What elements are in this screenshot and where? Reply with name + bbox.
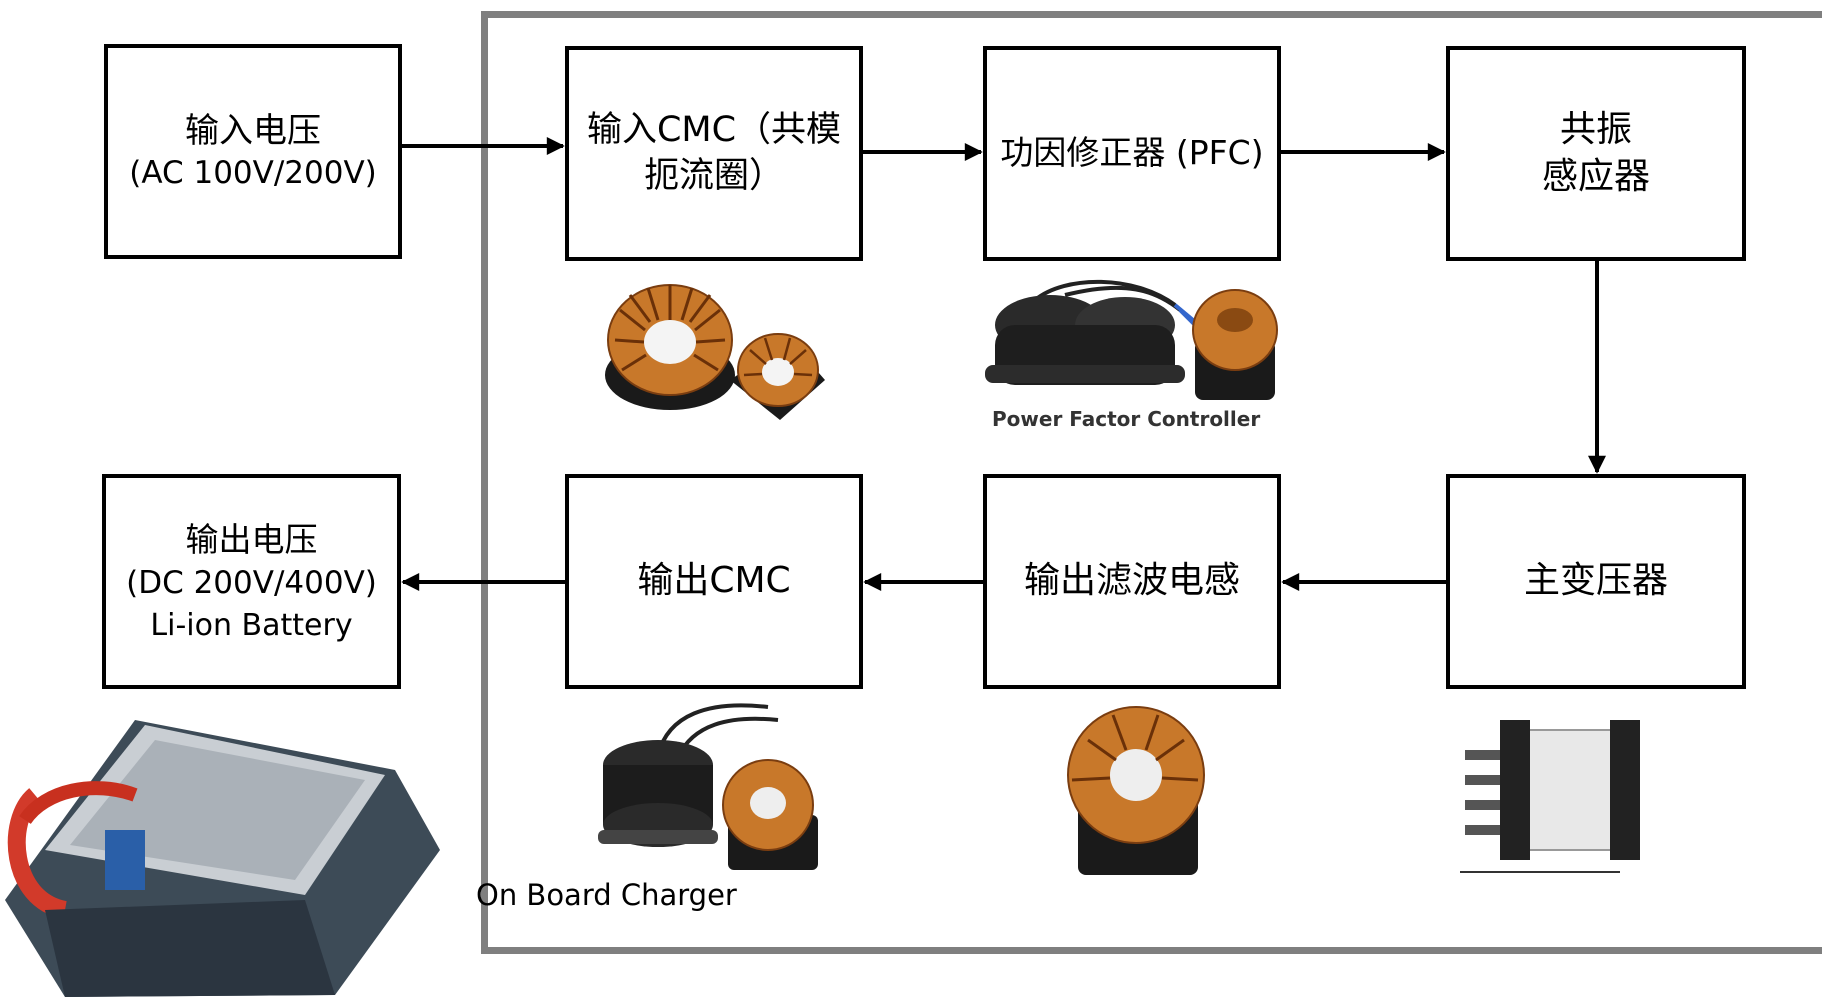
main-transformer-label: 主变压器 bbox=[1523, 560, 1668, 602]
filter-inductor-icon bbox=[1067, 706, 1205, 875]
main-transformer-photo bbox=[1460, 720, 1640, 873]
pfc-photo bbox=[985, 279, 1278, 400]
transformer-icon bbox=[1460, 720, 1640, 873]
pfc-controller-icon bbox=[985, 279, 1212, 385]
output-voltage-battery: Li-ion Battery bbox=[150, 607, 353, 643]
large-toroid-icon bbox=[605, 284, 735, 410]
input-cmc-photo bbox=[605, 284, 825, 420]
small-toroid-icon bbox=[730, 333, 825, 420]
battery-photo bbox=[5, 720, 440, 997]
pfc-label: 功因修正器 (PFC) bbox=[1000, 133, 1264, 173]
input-voltage-spec: (AC 100V/200V) bbox=[129, 155, 377, 192]
pfc-box: 功因修正器 (PFC) bbox=[983, 46, 1281, 261]
pfc-toroid-icon bbox=[1192, 289, 1278, 400]
output-cmc-toroid-icon bbox=[722, 759, 818, 870]
output-cmc-label: 输出CMC bbox=[637, 560, 791, 602]
on-board-charger-label: On Board Charger bbox=[476, 878, 737, 912]
resonant-inductor-box: 共振 感应器 bbox=[1446, 46, 1746, 261]
input-voltage-box: 输入电压 (AC 100V/200V) bbox=[104, 44, 402, 259]
resonant-inductor-line2: 感应器 bbox=[1541, 155, 1650, 197]
pfc-photo-caption: Power Factor Controller bbox=[992, 407, 1261, 431]
input-voltage-title: 输入电压 bbox=[185, 111, 321, 152]
input-cmc-line2: 扼流圈） bbox=[643, 155, 784, 196]
output-cmc-photo bbox=[598, 703, 818, 870]
on-board-charger-frame bbox=[481, 11, 1822, 954]
input-cmc-line1: 输入CMC（共模 bbox=[586, 110, 842, 150]
output-filter-inductor-photo bbox=[1067, 706, 1205, 875]
input-cmc-box: 输入CMC（共模 扼流圈） bbox=[565, 46, 863, 261]
main-transformer-box: 主变压器 bbox=[1446, 474, 1746, 689]
output-filter-inductor-box: 输出滤波电感 bbox=[983, 474, 1281, 689]
battery-pack-icon bbox=[5, 720, 440, 997]
output-voltage-spec: (DC 200V/400V) bbox=[126, 565, 377, 602]
output-filter-inductor-label: 输出滤波电感 bbox=[1023, 560, 1240, 602]
resonant-inductor-line1: 共振 bbox=[1559, 108, 1632, 150]
output-voltage-box: 输出电压 (DC 200V/400V) Li-ion Battery bbox=[102, 474, 401, 689]
output-cmc-box: 输出CMC bbox=[565, 474, 863, 689]
output-cmc-choke-icon bbox=[598, 703, 779, 847]
output-voltage-title: 输出电压 bbox=[185, 519, 318, 559]
